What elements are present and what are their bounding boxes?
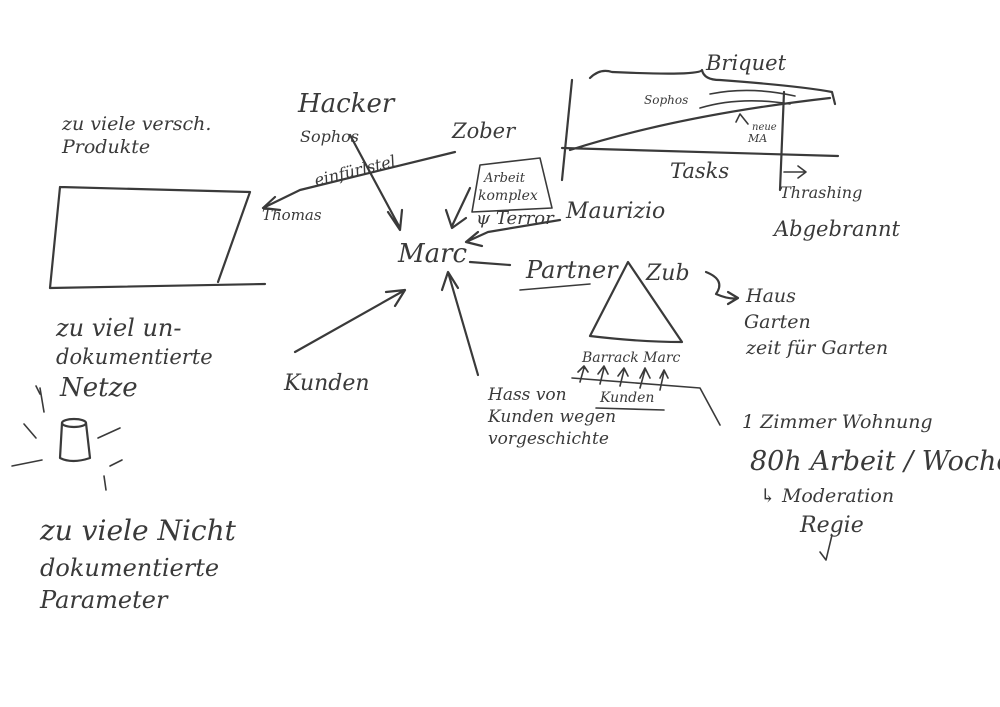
chart-y-axis [562,80,572,180]
label-vorgeschichte: vorgeschichte [488,429,609,449]
label-arbeit: Arbeit [483,171,526,186]
label-terror: ψ Terror [476,208,555,229]
arrow-hacker-to-marc [350,135,402,230]
label-einfurlstel: einfürlstel [312,151,397,190]
label-netze: Netze [59,373,138,403]
label-hass-von: Hass von [487,385,567,405]
label-dokumentierte2: dokumentierte [40,554,219,582]
label-kunden: Kunden [283,371,370,396]
label-abgebrannt: Abgebrannt [772,217,901,241]
label-thomas: Thomas [262,206,322,224]
label-zub: Zub [645,261,690,286]
label-komplex: komplex [478,188,538,204]
chart-sophos-band [700,90,795,108]
chart-curve [570,98,830,150]
label-maurizio: Maurizio [565,199,665,224]
arrow-neue-ma [736,114,748,124]
line-marc-partner [470,262,510,265]
label-zober: Zober [451,119,517,143]
label-parameter: Parameter [39,586,169,614]
brace-briquet [590,70,835,104]
label-zu-viele-nicht: zu viele Nicht [39,514,237,547]
label-produkte: Produkte [61,136,150,158]
label-hacker: Hacker [297,89,396,119]
label-partner: Partner [525,256,619,284]
underline-partner [520,284,590,290]
arrow-thrashing [784,166,806,178]
arrow-hass-to-marc [442,272,478,375]
arrows-kunden-barrack [578,366,668,390]
label-zimmer-wohnung: 1 Zimmer Wohnung [742,411,933,433]
label-moderation: ↳ Moderation [760,485,894,507]
label-thrashing: Thrashing [780,183,862,202]
label-haus: Haus [745,285,796,307]
label-marc: Marc [397,239,468,269]
label-kunden-wegen: Kunden wegen [487,407,616,427]
label-zu-viele-versch: zu viele versch. [61,113,211,135]
product-box [50,187,265,288]
label-arbeit-woche: 80h Arbeit / Woche [750,446,1000,477]
arrow-kunden-to-marc [295,290,405,352]
chart-x-axis [562,148,838,156]
label-zu-viel-un: zu viel un- [55,314,182,342]
label-briquet: Briquet [705,51,787,75]
label-tasks: Tasks [670,159,729,183]
regie-stroke [820,535,832,560]
label-zeit-fuer-garten: zeit für Garten [745,337,888,359]
arrow-zub-to-haus [706,272,738,304]
label-sophos-chart: Sophos [644,93,688,107]
label-dokumentierte: dokumentierte [56,345,213,369]
label-garten: Garten [744,311,811,333]
arrow-arbeit-to-marc [446,188,470,228]
chart-vertical-marker [780,92,784,190]
label-kunden-small: Kunden [599,390,654,406]
label-ma: MA [747,132,767,145]
label-regie: Regie [799,513,864,538]
label-barrack-marc: Barrack Marc [581,350,681,366]
